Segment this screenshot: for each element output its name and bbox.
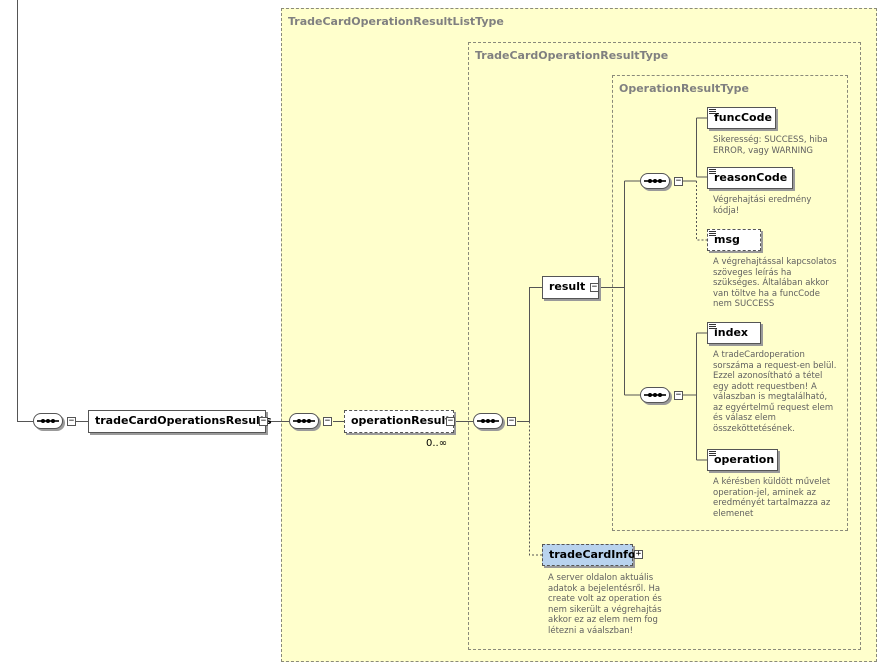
annotation-reason-code: Végrehajtási eredmény kódja! <box>713 195 812 216</box>
element-label: tradeCardOperationsResults <box>95 414 272 427</box>
element-trade-card-operations-results[interactable]: tradeCardOperationsResults <box>88 410 272 433</box>
element-trade-card-info[interactable]: tradeCardInfo <box>542 544 636 566</box>
sequence-compositor-index-operation[interactable] <box>640 387 670 403</box>
type-label-list: TradeCardOperationResultListType <box>288 15 504 28</box>
multiplicity-label: 0..∞ <box>426 438 448 449</box>
element-content-icon <box>709 109 716 115</box>
sequence-compositor-result-type[interactable] <box>473 413 503 429</box>
collapse-toggle-icon[interactable]: − <box>67 416 76 426</box>
element-msg[interactable]: msg <box>707 229 761 251</box>
sequence-dots-icon <box>477 419 499 423</box>
element-label: operationResult <box>351 414 451 427</box>
element-label: funcCode <box>714 111 772 124</box>
sequence-compositor-list[interactable] <box>289 413 319 429</box>
element-func-code[interactable]: funcCode <box>707 107 776 129</box>
annotation-operation: A kérésben küldött művelet operation-jel… <box>713 477 831 519</box>
sequence-dots-icon <box>37 419 59 423</box>
element-result[interactable]: result <box>542 276 599 299</box>
sequence-dots-icon <box>293 419 315 423</box>
type-label-operation: OperationResultType <box>619 82 749 95</box>
sequence-dots-icon <box>644 393 666 397</box>
collapse-toggle-icon[interactable]: − <box>259 416 268 426</box>
annotation-trade-card-info: A server oldalon aktuális adatok a bejel… <box>548 573 662 636</box>
element-content-icon <box>709 451 716 457</box>
element-label: msg <box>714 233 740 246</box>
collapse-toggle-icon[interactable]: − <box>323 416 332 426</box>
element-label: index <box>714 326 749 339</box>
element-label: tradeCardInfo <box>549 548 636 561</box>
collapse-toggle-icon[interactable]: − <box>507 416 516 426</box>
element-operation[interactable]: operation <box>707 449 778 471</box>
element-index[interactable]: index <box>707 322 761 344</box>
sequence-compositor-operation-result[interactable] <box>640 173 670 189</box>
collapse-toggle-icon[interactable]: − <box>674 176 683 186</box>
sequence-dots-icon <box>644 179 666 183</box>
collapse-toggle-icon[interactable]: − <box>674 390 683 400</box>
collapse-toggle-icon[interactable]: − <box>446 416 455 426</box>
expand-toggle-icon[interactable]: + <box>634 549 643 559</box>
type-label-result: TradeCardOperationResultType <box>475 49 669 62</box>
element-label: reasonCode <box>714 171 788 184</box>
element-label: operation <box>714 453 775 466</box>
annotation-msg: A végrehajtással kapcsolatos szöveges le… <box>713 257 837 309</box>
sequence-compositor-root[interactable] <box>33 413 63 429</box>
element-content-icon <box>709 169 716 175</box>
element-content-icon <box>709 324 716 330</box>
annotation-index: A tradeCardoperation sorszáma a request-… <box>713 350 837 434</box>
element-content-icon <box>709 231 716 237</box>
annotation-func-code: Sikeresség: SUCCESS, hiba ERROR, vagy WA… <box>713 135 828 156</box>
collapse-toggle-icon[interactable]: − <box>590 282 599 292</box>
element-operation-result[interactable]: operationResult <box>344 410 454 433</box>
element-reason-code[interactable]: reasonCode <box>707 167 793 189</box>
element-label: result <box>549 280 586 293</box>
